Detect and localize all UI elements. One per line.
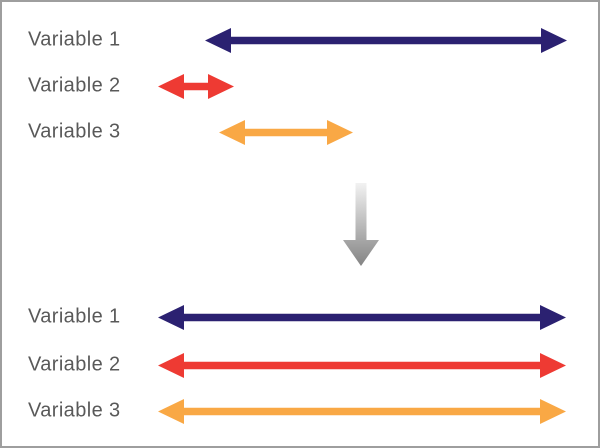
variable-2-label-before: Variable 2 xyxy=(28,74,121,97)
variable-3-label-before: Variable 3 xyxy=(28,120,121,143)
variable-1-label-after: Variable 1 xyxy=(28,305,121,328)
variable-2-label-after: Variable 2 xyxy=(28,353,121,376)
variable-3-label-after: Variable 3 xyxy=(28,399,121,422)
variable-1-label-before: Variable 1 xyxy=(28,28,121,51)
